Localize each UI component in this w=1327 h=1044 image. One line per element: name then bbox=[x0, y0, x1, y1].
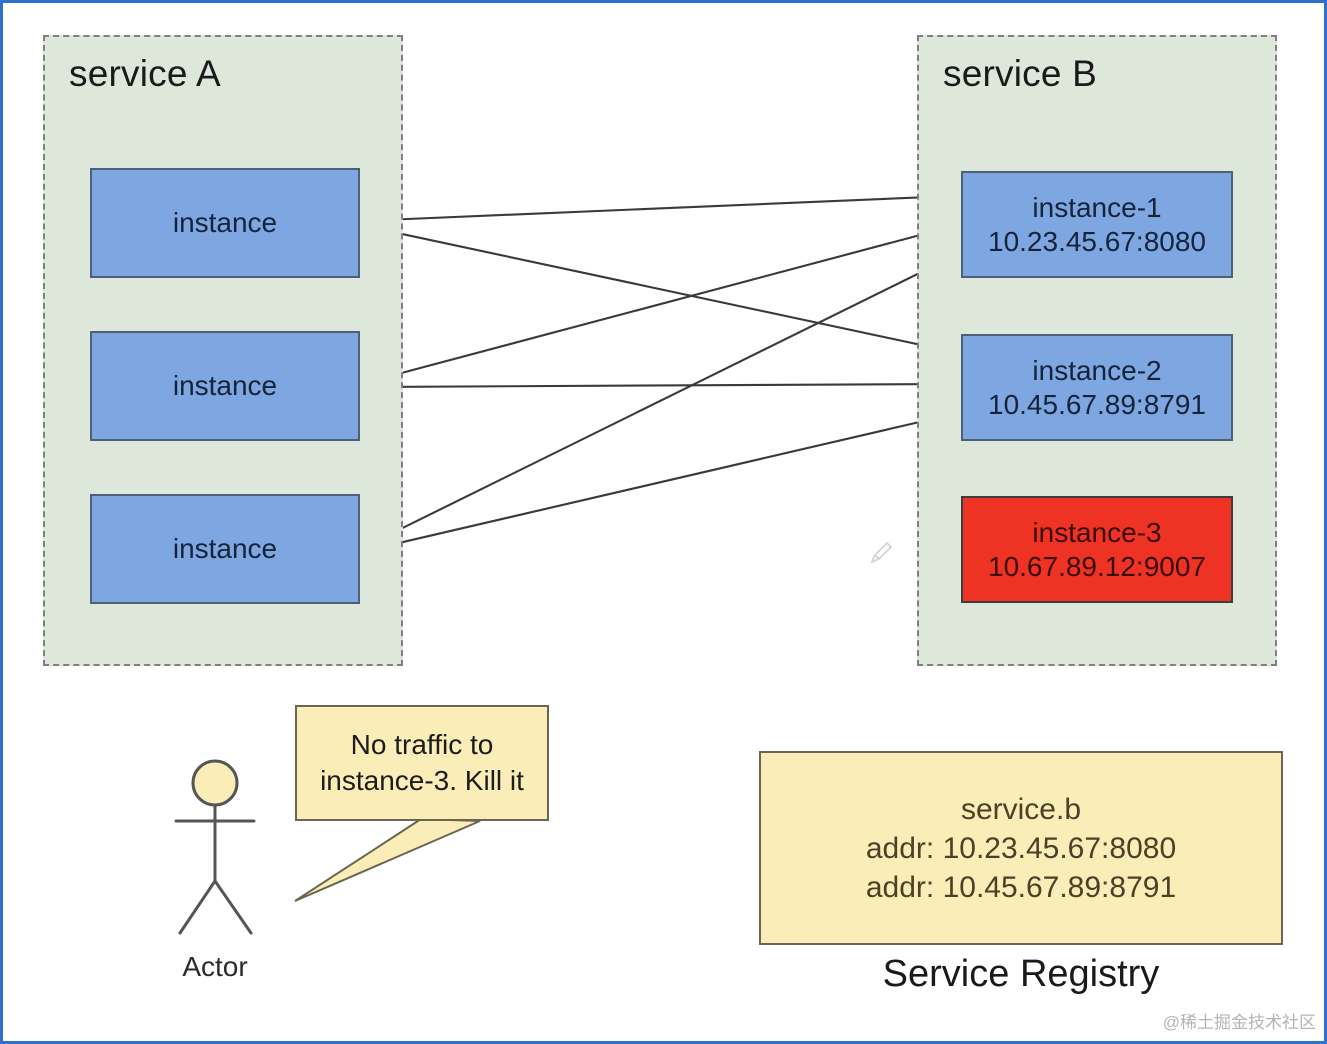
speech-bubble: No traffic to instance-3. Kill it bbox=[295, 705, 549, 821]
arrow-a3-to-b2 bbox=[359, 412, 955, 554]
actor-leg-left bbox=[178, 879, 217, 935]
service-a-instance-2[interactable]: instance bbox=[90, 331, 360, 441]
service-a-instance-1[interactable]: instance bbox=[90, 168, 360, 278]
service-a-title: service A bbox=[69, 53, 221, 94]
instance-label: instance bbox=[172, 370, 278, 402]
pencil-icon bbox=[870, 541, 893, 564]
diagram-canvas: service A instance instance instance ser… bbox=[3, 3, 1324, 1041]
registry-service-name: service.b bbox=[960, 792, 1082, 826]
arrow-a2-to-b2 bbox=[359, 379, 955, 389]
actor-leg-right bbox=[213, 879, 253, 935]
service-a-instance-3[interactable]: instance bbox=[90, 494, 360, 604]
arrow-a2-to-b1 bbox=[359, 224, 955, 386]
instance-address: 10.45.67.89:8791 bbox=[988, 388, 1206, 420]
arrow-a1-to-b2 bbox=[359, 223, 955, 354]
instance-name: instance-2 bbox=[1032, 355, 1162, 387]
arrow-a3-to-b1 bbox=[359, 255, 955, 550]
instance-name: instance-1 bbox=[1032, 192, 1162, 224]
registry-address-1: addr: 10.23.45.67:8080 bbox=[865, 831, 1177, 865]
actor-label: Actor bbox=[182, 951, 248, 982]
service-b-title: service B bbox=[943, 53, 1097, 94]
instance-label: instance bbox=[172, 207, 278, 239]
speech-bubble-line-1: No traffic to bbox=[350, 728, 494, 760]
service-b-instance-2[interactable]: instance-2 10.45.67.89:8791 bbox=[961, 334, 1233, 441]
instance-label: instance bbox=[172, 533, 278, 565]
instance-name: instance-3 bbox=[1032, 517, 1162, 549]
registry-address-2: addr: 10.45.67.89:8791 bbox=[865, 870, 1177, 904]
instance-address: 10.67.89.12:9007 bbox=[988, 550, 1206, 582]
service-registry-caption: Service Registry bbox=[882, 953, 1160, 995]
instance-address: 10.23.45.67:8080 bbox=[988, 225, 1206, 257]
arrow-a1-to-b1 bbox=[359, 192, 955, 223]
actor-head bbox=[191, 759, 239, 807]
service-b-instance-1[interactable]: instance-1 10.23.45.67:8080 bbox=[961, 171, 1233, 278]
watermark: @稀土掘金技术社区 bbox=[1162, 1013, 1316, 1032]
speech-bubble-line-2: instance-3. Kill it bbox=[320, 765, 524, 796]
service-b-instance-3[interactable]: instance-3 10.67.89.12:9007 bbox=[961, 496, 1233, 603]
service-registry-box[interactable]: service.b addr: 10.23.45.67:8080 addr: 1… bbox=[759, 751, 1283, 945]
